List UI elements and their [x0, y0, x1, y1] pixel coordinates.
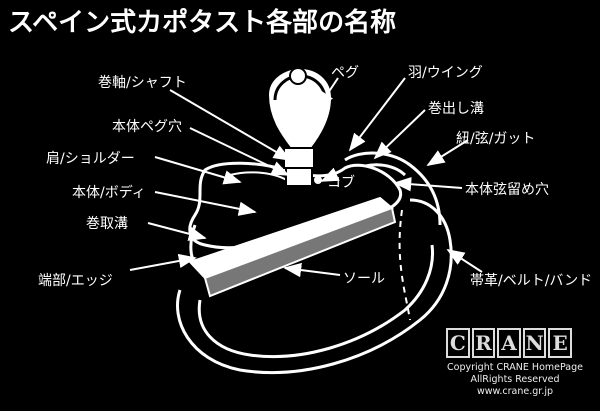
belt-band: [176, 198, 453, 374]
label-string: 紐/弦/ガット: [456, 131, 536, 147]
label-body-peg-hole: 本体ペグ穴: [112, 119, 182, 135]
label-kobu: コブ: [327, 175, 355, 191]
label-sole: ソール: [343, 271, 385, 287]
kobu-dot: [314, 176, 322, 184]
logo-letter: R: [471, 328, 496, 358]
label-edge: 端部/エッジ: [38, 273, 113, 289]
label-belt: 帯革/ベルト/バンド: [470, 273, 593, 289]
label-wing: 羽/ウイング: [408, 65, 483, 81]
logo-letter: E: [548, 328, 572, 358]
crane-logo: C R A N E: [446, 328, 572, 358]
logo-letter: N: [522, 328, 547, 358]
credit-copyright: Copyright CRANE HomePage: [447, 362, 583, 373]
label-shoulder: 肩/ショルダー: [46, 151, 135, 167]
label-body: 本体/ボディ: [72, 185, 146, 201]
sole: [188, 196, 397, 298]
leader-arrows: [129, 77, 483, 278]
label-shaft: 巻軸/シャフト: [98, 75, 187, 91]
label-peg: ペグ: [331, 65, 359, 81]
label-take-up-groove: 巻取溝: [86, 216, 128, 232]
label-winding-groove-out: 巻出し溝: [428, 101, 484, 117]
logo-letter: A: [497, 328, 521, 358]
page-title: スペイン式カポタスト各部の名称: [8, 8, 397, 38]
label-string-hole: 本体弦留め穴: [465, 182, 549, 198]
logo-letter: C: [446, 328, 470, 358]
credit-rights: AllRights Reserved: [470, 374, 560, 385]
credit-url: www.crane.gr.jp: [476, 386, 554, 397]
